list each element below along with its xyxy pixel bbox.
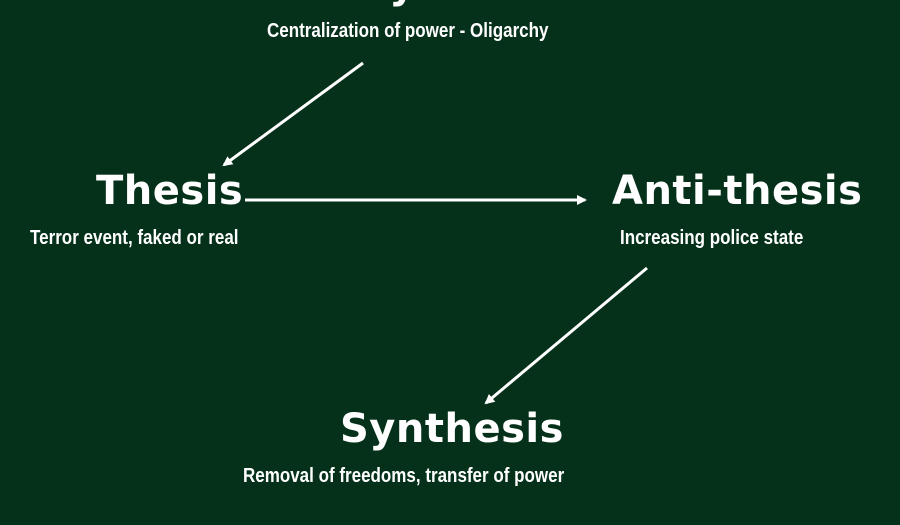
arrow-top-to-thesis (222, 61, 364, 167)
antithesis-subtitle: Increasing police state (620, 227, 804, 249)
top-subtitle: Centralization of power - Oligarchy (267, 20, 549, 42)
antithesis-title: Anti-thesis (612, 168, 863, 214)
synthesis-title: Synthesis (340, 406, 564, 452)
top-title: Synthesis (360, 0, 584, 8)
synthesis-subtitle: Removal of freedoms, transfer of power (243, 465, 565, 487)
arrow-antithesis-to-synthesis (484, 266, 648, 405)
thesis-subtitle: Terror event, faked or real (30, 227, 239, 249)
thesis-title: Thesis (96, 168, 244, 214)
